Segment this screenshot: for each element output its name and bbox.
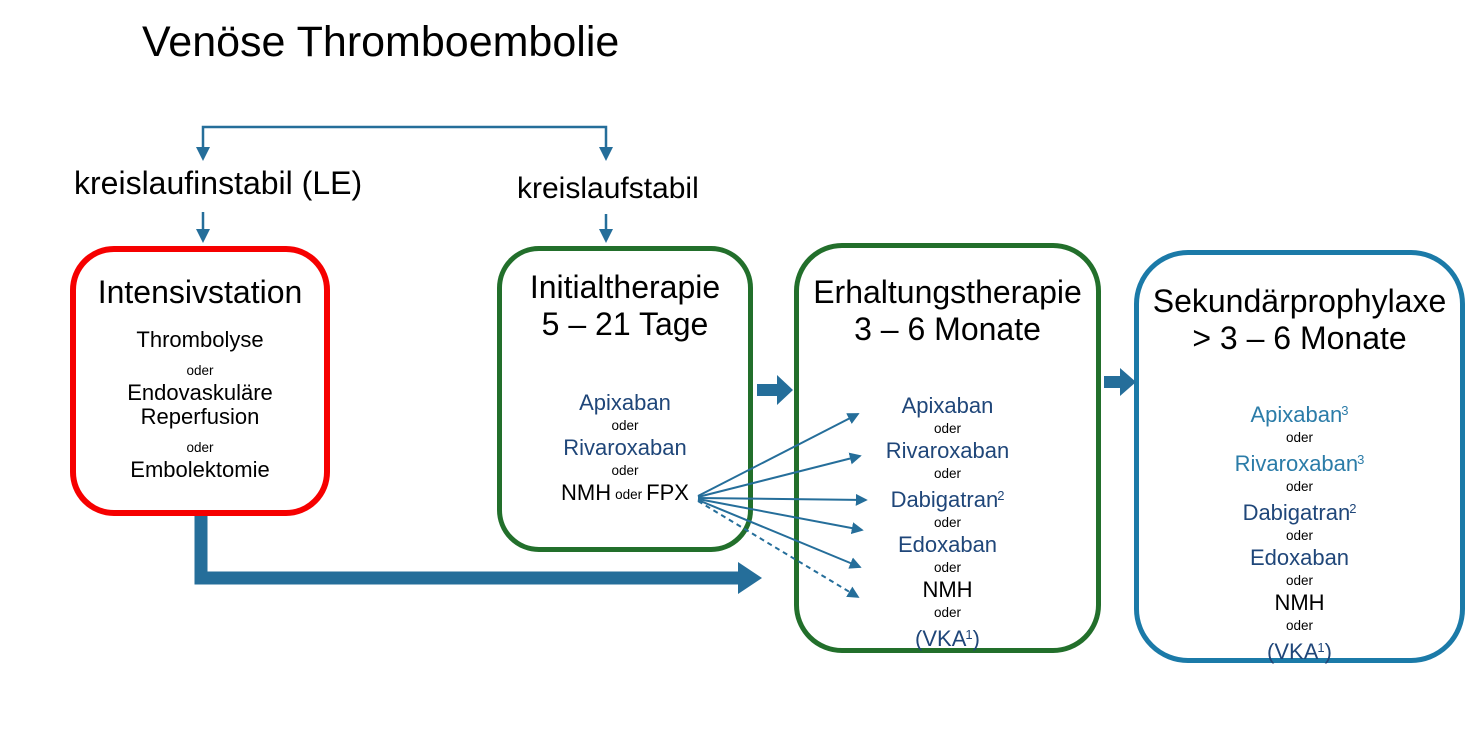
oder-label: oder	[933, 605, 962, 620]
box-sekundaerprophylaxe-title: Sekundärprophylaxe	[1152, 283, 1447, 319]
maintenance-drug-apixaban: Apixaban	[901, 393, 994, 418]
footnote-sup: 2	[1349, 501, 1357, 516]
secondary-drug-edoxaban: Edoxaban	[1249, 545, 1350, 570]
box-intensivstation-title: Intensivstation	[97, 274, 303, 310]
oder-label: oder	[615, 487, 643, 502]
icu-option-thrombolyse: Thrombolyse	[136, 327, 264, 352]
initial-drug-fpx: FPX	[646, 480, 689, 505]
icu-option-endovaskulaere: Endovaskuläre	[127, 380, 273, 405]
secondary-drug-rivaroxaban: Rivaroxaban3	[1235, 448, 1365, 476]
box-erhaltungstherapie: Erhaltungstherapie 3 – 6 Monate Apixaban…	[794, 243, 1101, 653]
oder-label: oder	[933, 560, 962, 575]
drug-text: )	[1324, 639, 1332, 664]
box-initialtherapie-duration: 5 – 21 Tage	[541, 306, 709, 342]
page-title: Venöse Thromboembolie	[142, 18, 620, 66]
drug-text: (VKA	[1267, 639, 1319, 664]
oder-label: oder	[1285, 479, 1314, 494]
branch-label-stable: kreislaufstabil	[517, 172, 699, 205]
footnote-sup: 1	[965, 627, 973, 642]
arrow-down-to-stable-icon	[599, 147, 613, 161]
maintenance-drug-edoxaban: Edoxaban	[897, 532, 998, 557]
maintenance-drug-rivaroxaban: Rivaroxaban	[885, 438, 1010, 463]
stage-arrow-initial-to-maintenance-icon	[757, 375, 793, 405]
secondary-drug-nmh: NMH	[1274, 590, 1325, 615]
branch-label-unstable: kreislaufinstabil (LE)	[74, 165, 363, 201]
maintenance-drug-vka: (VKA1)	[915, 623, 980, 651]
maintenance-drug-dabigatran: Dabigatran2	[891, 484, 1005, 512]
secondary-drug-apixaban: Apixaban3	[1251, 399, 1349, 427]
stage-arrow-maintenance-to-secondary-icon	[1104, 368, 1136, 396]
arrow-down-to-unstable-icon	[196, 147, 210, 161]
oder-label: oder	[611, 418, 639, 433]
oder-label: oder	[1285, 573, 1314, 588]
footnote-sup: 3	[1341, 403, 1349, 418]
initial-drug-nmh: NMH	[561, 480, 612, 505]
footnote-sup: 2	[997, 488, 1005, 503]
oder-label: oder	[933, 421, 962, 436]
box-erhaltungstherapie-duration: 3 – 6 Monate	[854, 311, 1041, 347]
box-initialtherapie: Initialtherapie 5 – 21 Tage Apixaban ode…	[497, 246, 753, 552]
oder-label: oder	[186, 363, 214, 378]
oder-label: oder	[1285, 528, 1314, 543]
box-sekundaerprophylaxe: Sekundärprophylaxe > 3 – 6 Monate Apixab…	[1134, 250, 1465, 664]
drug-text: (VKA	[915, 626, 967, 651]
arrow-stable-to-initial-head-icon	[599, 229, 613, 243]
box-sekundaerprophylaxe-duration: > 3 – 6 Monate	[1192, 320, 1407, 356]
oder-label: oder	[1285, 618, 1314, 633]
icu-bypass-arrowhead-icon	[738, 562, 762, 594]
oder-label: oder	[1285, 430, 1314, 445]
drug-text: )	[972, 626, 980, 651]
initial-drug-apixaban: Apixaban	[579, 390, 671, 415]
drug-text: Dabigatran	[890, 487, 999, 512]
footnote-sup: 3	[1357, 452, 1365, 467]
drug-text: Apixaban	[1250, 402, 1343, 427]
secondary-drug-dabigatran: Dabigatran2	[1243, 497, 1357, 525]
arrow-unstable-to-icu-head-icon	[196, 229, 210, 243]
branch-connector-line	[201, 125, 608, 148]
footnote-sup: 1	[1317, 640, 1325, 655]
initial-drug-rivaroxaban: Rivaroxaban	[563, 435, 687, 460]
secondary-drug-vka: (VKA1)	[1267, 636, 1332, 664]
oder-label: oder	[611, 463, 639, 478]
drug-text: Dabigatran	[1242, 500, 1351, 525]
box-initialtherapie-title: Initialtherapie	[529, 269, 721, 305]
drug-text: Rivaroxaban	[1234, 451, 1359, 476]
icu-option-reperfusion: Reperfusion	[140, 404, 260, 429]
oder-label: oder	[933, 466, 962, 481]
box-erhaltungstherapie-title: Erhaltungstherapie	[813, 274, 1082, 310]
oder-label: oder	[186, 440, 214, 455]
oder-label: oder	[933, 515, 962, 530]
maintenance-drug-nmh: NMH	[922, 577, 973, 602]
box-intensivstation: Intensivstation Thrombolyse oder Endovas…	[70, 246, 330, 516]
icu-option-embolektomie: Embolektomie	[130, 457, 270, 482]
